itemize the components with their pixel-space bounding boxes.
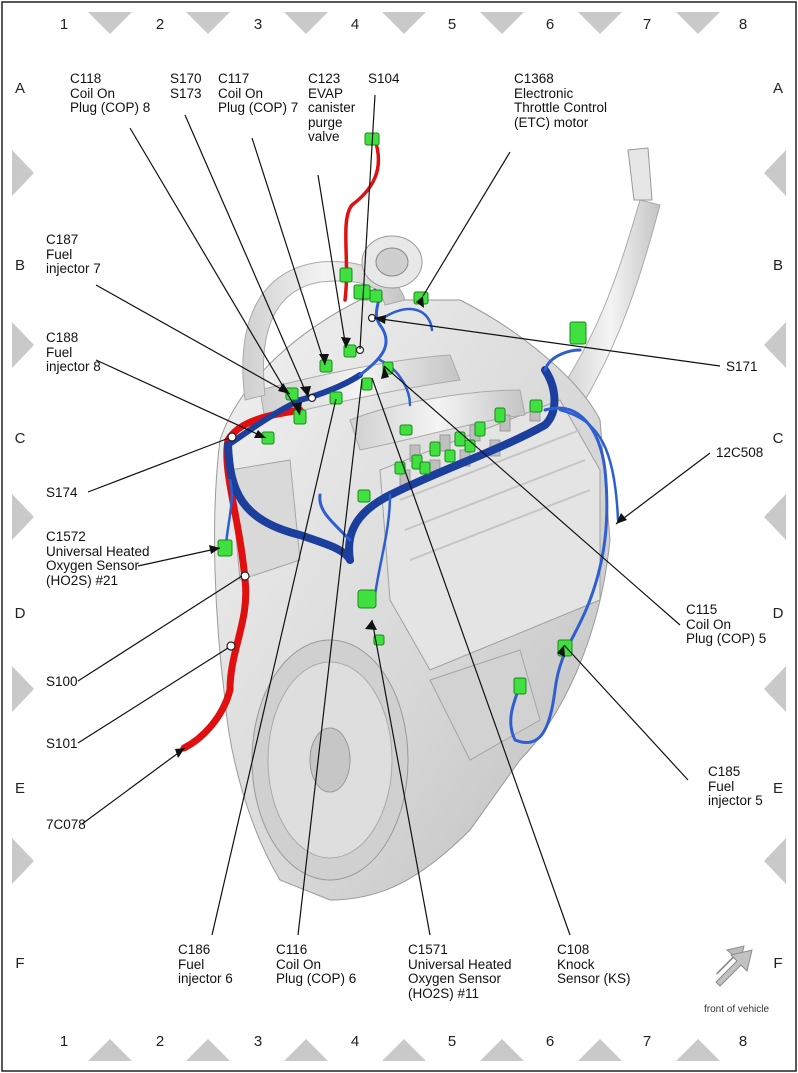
callout-c186: C186 Fuel injector 6 [178, 942, 233, 986]
grid-row-label: B [772, 257, 783, 274]
grid-column-label: 1 [59, 1033, 69, 1050]
callout-c116: C116 Coil On Plug (COP) 6 [276, 942, 357, 986]
grid-column-label: 3 [253, 1033, 263, 1050]
grid-column-label: 4 [350, 16, 360, 33]
front-of-vehicle-label: front of vehicle [704, 1004, 770, 1015]
grid-column-label: 3 [253, 16, 263, 33]
callout-s101: S101 [46, 736, 78, 751]
grid-row-label: D [772, 605, 784, 622]
callout-c188: C188 Fuel injector 8 [46, 330, 101, 374]
leader-arrowheads [175, 296, 627, 758]
border-markers [12, 12, 786, 1061]
callout-c117: C117 Coil On Plug (COP) 7 [218, 71, 299, 115]
grid-column-label: 2 [155, 1033, 165, 1050]
callout-s170-s173: S170 S173 [170, 71, 202, 101]
grid-row-label: A [14, 80, 25, 97]
grid-row-label: C [14, 430, 26, 447]
callout-c108: C108 Knock Sensor (KS) [557, 942, 631, 986]
callout-c115: C115 Coil On Plug (COP) 5 [686, 602, 767, 646]
callout-7c078: 7C078 [46, 817, 86, 832]
grid-row-label: B [14, 257, 25, 274]
grid-column-label: 5 [447, 16, 457, 33]
grid-column-label: 6 [545, 16, 555, 33]
callout-s100: S100 [46, 674, 78, 689]
callout-c123: C123 EVAP canister purge valve [308, 71, 356, 144]
arrow-up-right-icon [715, 945, 753, 987]
engine-illustration [214, 147, 661, 901]
callout-s104: S104 [368, 71, 400, 86]
grid-row-label: F [15, 955, 25, 972]
grid-row-label: F [773, 955, 783, 972]
grid-column-label: 7 [642, 1033, 652, 1050]
grid-row-label: D [14, 605, 26, 622]
grid-row-label: A [772, 80, 783, 97]
grid-column-label: 4 [350, 1033, 360, 1050]
callout-s171: S171 [726, 359, 758, 374]
grid-column-label: 7 [642, 16, 652, 33]
callout-c1368: C1368 Electronic Throttle Control (ETC) … [514, 71, 608, 130]
grid-column-label: 2 [155, 16, 165, 33]
callout-c187: C187 Fuel injector 7 [46, 232, 101, 276]
grid-row-label: E [14, 780, 25, 797]
callout-12c508: 12C508 [716, 445, 764, 460]
callout-c1571: C1571 Universal Heated Oxygen Sensor (HO… [408, 942, 512, 1001]
grid-column-label: 1 [59, 16, 69, 33]
grid-row-label: E [772, 780, 783, 797]
blue-harness [224, 288, 620, 744]
callout-c185: C185 Fuel injector 5 [708, 764, 763, 808]
callout-s174: S174 [46, 485, 78, 500]
callout-c118: C118 Coil On Plug (COP) 8 [70, 71, 151, 115]
grid-row-label: C [772, 430, 784, 447]
grid-column-label: 8 [738, 16, 748, 33]
leader-lines [77, 94, 721, 936]
grid-column-label: 5 [447, 1033, 457, 1050]
grid-column-label: 8 [738, 1033, 748, 1050]
grid-column-label: 6 [545, 1033, 555, 1050]
callout-c1572: C1572 Universal Heated Oxygen Sensor (HO… [46, 529, 150, 588]
